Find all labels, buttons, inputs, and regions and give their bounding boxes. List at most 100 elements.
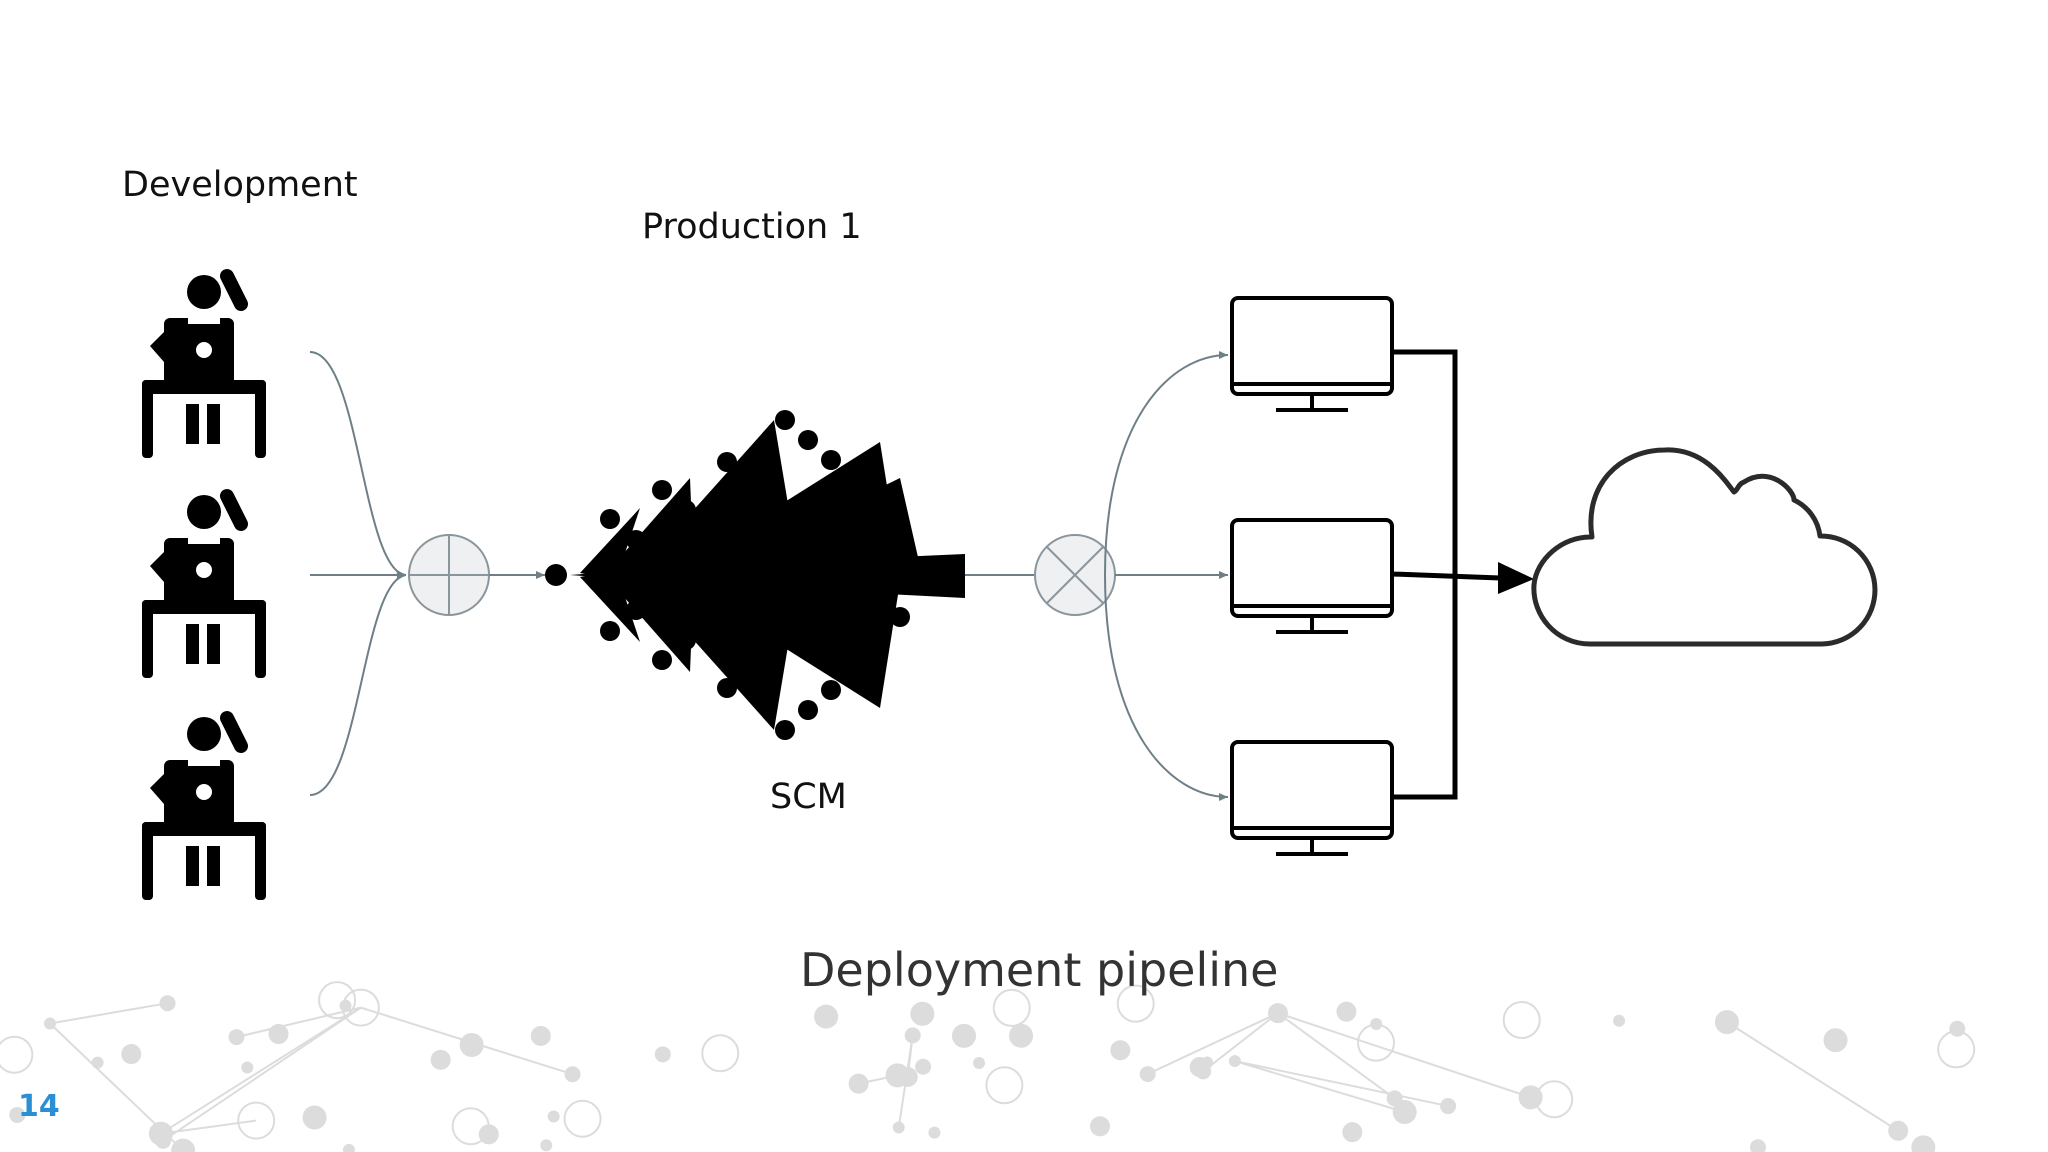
network-link [236,1006,362,1039]
network-node [268,1024,289,1045]
network-link [1726,1021,1899,1132]
network-node [43,1017,56,1030]
fishbone-dot [600,509,620,529]
merge-connectors [309,351,407,796]
network-node [0,1035,34,1074]
fishbone-dot [867,640,887,660]
network-link [160,1119,257,1135]
network-node [910,1001,935,1026]
fishbone-dot [699,610,719,630]
network-link [1147,1012,1279,1075]
fishbone-dot [844,470,864,490]
fishbone-dot [676,500,696,520]
network-node [1937,1030,1976,1069]
network-node [302,1105,327,1130]
network-node [654,1046,671,1063]
cloud-icon [1531,447,1878,647]
network-node [1116,984,1155,1023]
network-node [155,1132,172,1149]
network-node [848,1073,869,1094]
production-label: Production 1 [642,207,862,247]
network-node [915,1058,932,1075]
fishbone-dot [699,520,719,540]
fishbone-dot [676,630,696,650]
slide-number: 14 [18,1089,60,1124]
network-node [1336,1001,1357,1022]
network-node [1502,1001,1541,1040]
network-node [1356,1023,1395,1062]
network-node [701,1034,740,1073]
fishbone-dot [844,660,864,680]
fishbone-dot [890,523,910,543]
network-node [318,981,357,1020]
network-node [547,1110,560,1123]
network-node [985,1066,1024,1105]
network-node [1009,1023,1034,1048]
server-connectors [1104,351,1229,801]
network-node [1386,1090,1403,1107]
network-link [1277,1012,1531,1099]
network-node [1888,1120,1909,1141]
network-node [928,1126,941,1139]
network-node [992,988,1031,1027]
network-node [1714,1010,1739,1035]
fishbone-dot [717,678,737,698]
network-node [973,1057,986,1070]
network-node [159,995,176,1012]
network-node [892,1121,905,1134]
network-node [530,1025,551,1046]
fishbone-dot [763,638,783,658]
developer-icon [142,495,266,678]
network-node [1392,1100,1417,1125]
fishbone-dot [775,720,795,740]
cloud-arrowhead [1498,562,1534,594]
network-node [540,1139,553,1152]
network-node [1139,1066,1156,1083]
fishbone-dot [890,607,910,627]
network-node [9,1106,26,1123]
network-node [1089,1116,1110,1137]
network-node [564,1066,581,1083]
fishbone-dot [763,492,783,512]
fishbone-dot [652,480,672,500]
network-node [814,1004,839,1029]
network-node [1613,1014,1626,1027]
network-node [228,1029,245,1046]
network-node [1749,1139,1766,1152]
network-node [171,1138,196,1152]
network-node [1228,1055,1241,1068]
developer-icon [142,275,266,458]
network-node [459,1032,484,1057]
network-node [241,1061,254,1074]
diagram-caption: Deployment pipeline [800,943,1279,997]
merge-circle-plus-icon [408,534,490,616]
monitor-icon [1230,296,1394,412]
network-node [1823,1028,1848,1053]
network-node [1518,1085,1543,1110]
fishbone-dot [626,530,646,550]
fishbone-dot [821,680,841,700]
monitor-icon [1230,518,1394,634]
network-node [1195,1063,1212,1080]
fishbone-dot [740,658,760,678]
fishbone-dot [717,452,737,472]
fishbone-dot [786,618,806,638]
network-node [904,1027,921,1044]
monitor-icon [1230,740,1394,856]
network-node [91,1056,104,1069]
network-node [563,1099,602,1138]
fishbone-dot [821,450,841,470]
network-node [339,999,352,1012]
network-node [451,1107,490,1146]
network-node [1342,1122,1363,1143]
network-node [237,1101,276,1140]
fishbone-dot [786,512,806,532]
network-link [1234,1060,1406,1114]
development-label: Development [122,165,358,205]
scm-label: SCM [770,777,847,817]
network-link [1234,1060,1449,1108]
fishbone-dot [740,472,760,492]
network-link [160,1006,362,1135]
network-node [952,1023,977,1048]
fishbone-dot [626,600,646,620]
